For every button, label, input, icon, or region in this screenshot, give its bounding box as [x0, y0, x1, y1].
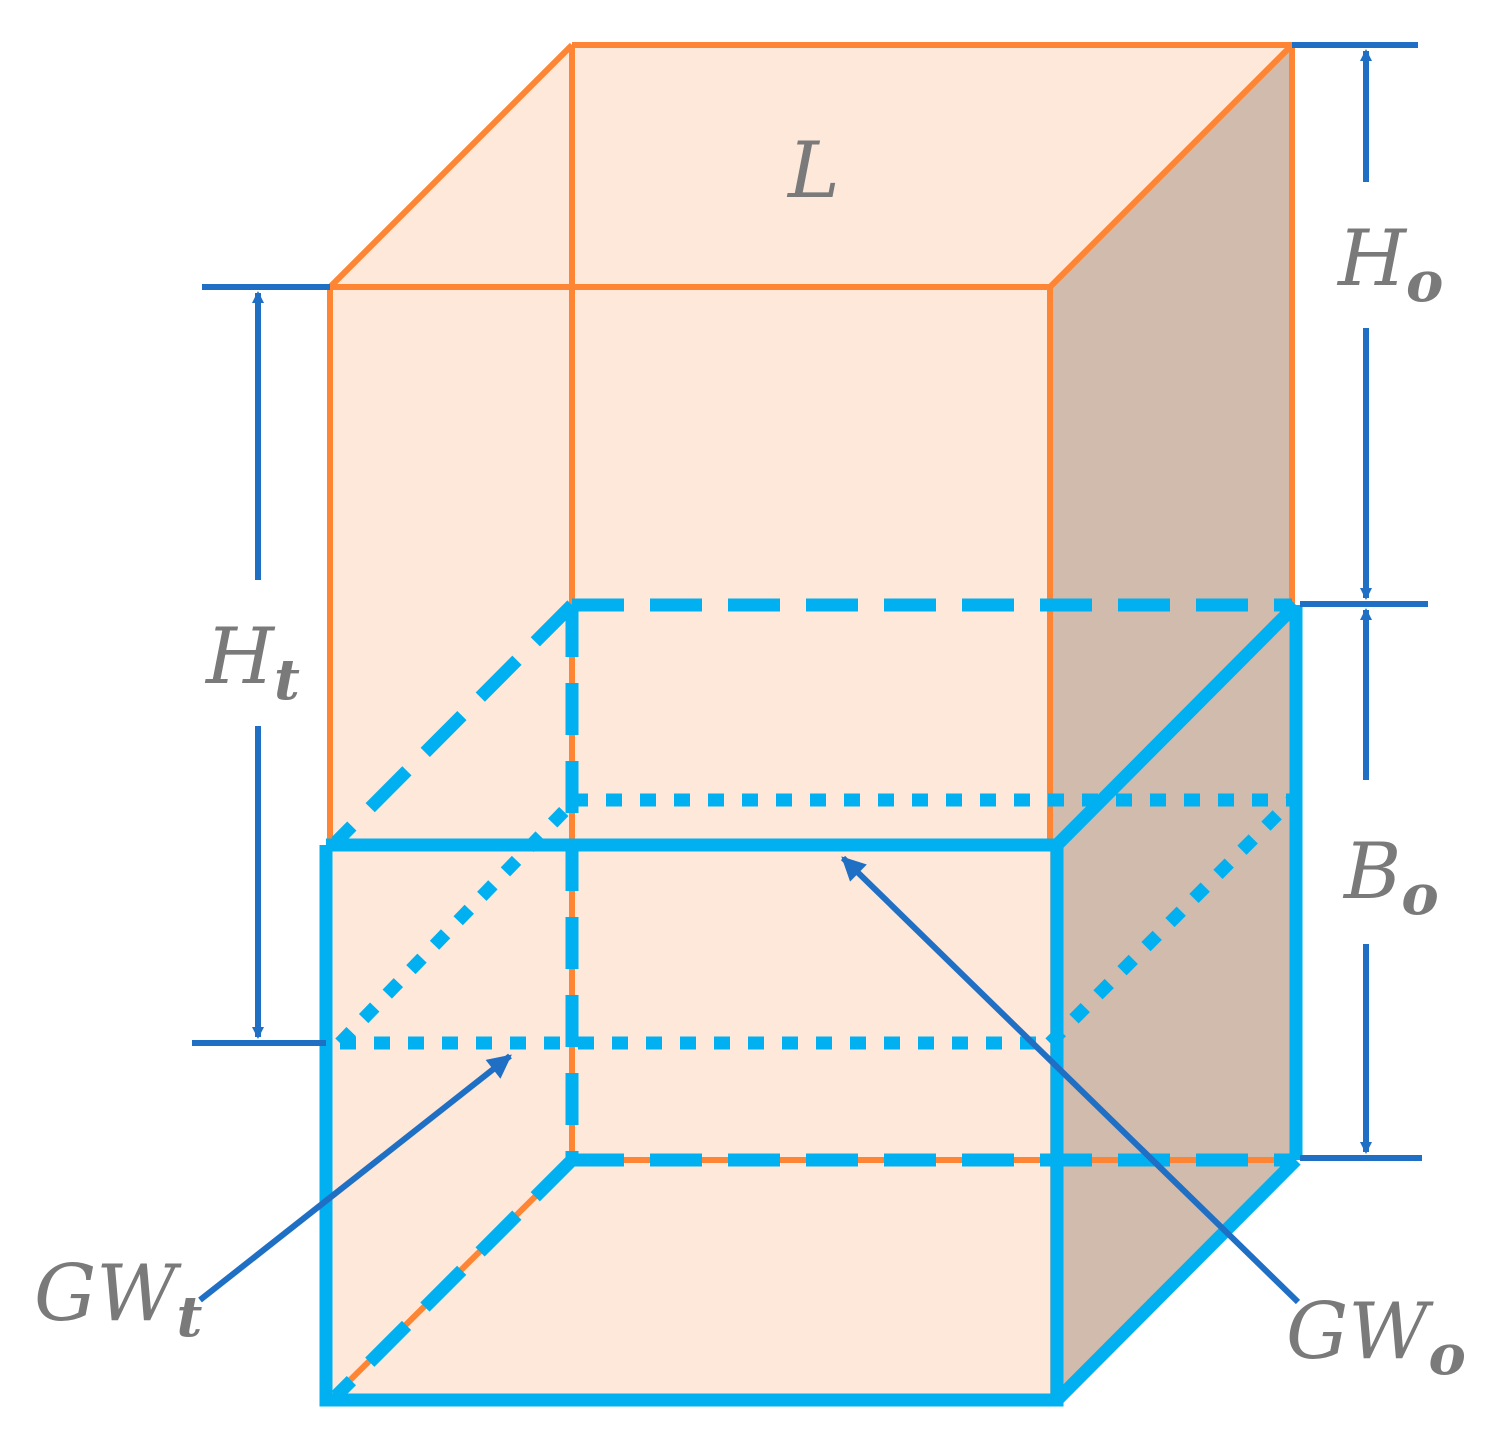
- label-gwo: GWo: [1286, 1287, 1466, 1388]
- gwo-pointer-arrow: [840, 855, 1301, 1305]
- dimension-lines: [192, 42, 1428, 1161]
- label-l: L: [786, 126, 840, 216]
- label-gwt: GWt: [34, 1249, 202, 1350]
- prism-top-right-edge: [1047, 42, 1295, 290]
- box-top-left-edge: [331, 600, 577, 847]
- label-ho: Ho: [1336, 214, 1443, 315]
- box-top-right-edge: [1052, 600, 1301, 850]
- gwo-right-diagonal: [1045, 795, 1297, 1048]
- box-bottom-right-edge: [1052, 1155, 1301, 1405]
- label-bo: Bo: [1342, 827, 1439, 928]
- label-ht: Ht: [204, 612, 300, 713]
- box-bottom-left-edge: [331, 1155, 577, 1401]
- blue-box-hidden-edges: [331, 598, 1292, 1401]
- prism-top-left-edge: [327, 42, 575, 290]
- pointer-arrows: [198, 855, 1301, 1305]
- blue-box-visible-edges: [319, 600, 1303, 1407]
- gwt-pointer-arrow: [198, 1053, 512, 1303]
